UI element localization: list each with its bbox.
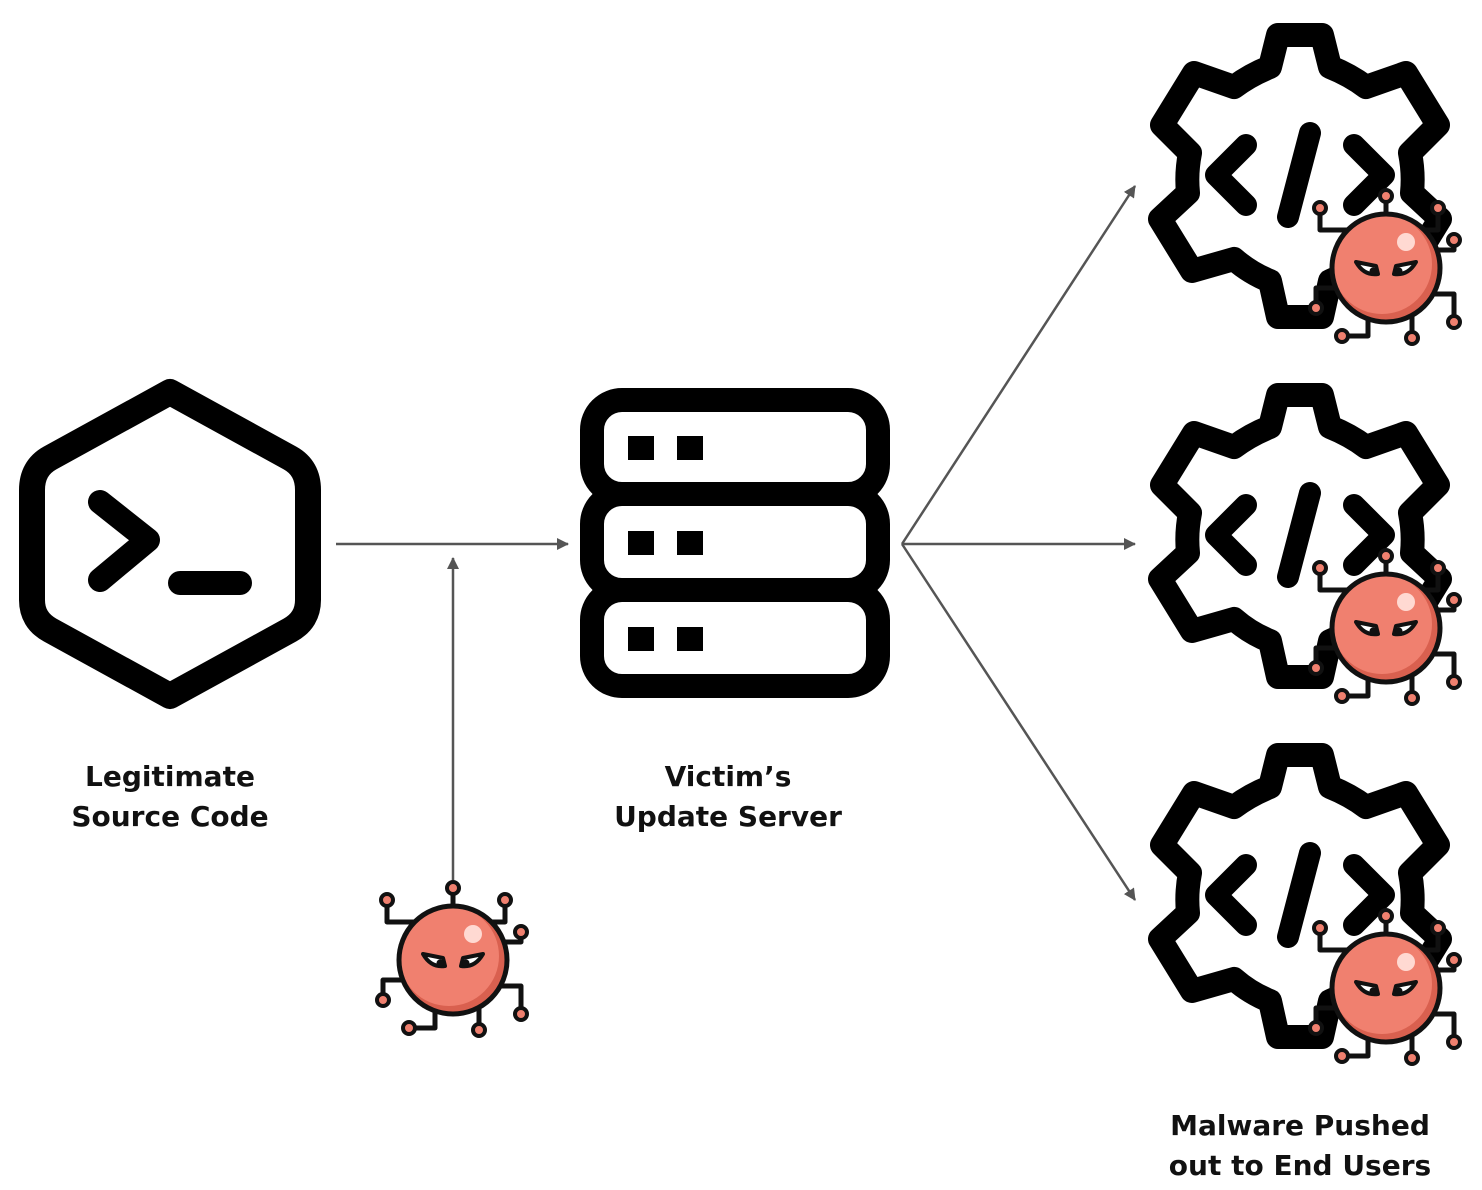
- end-users-label-line2: out to End Users: [1168, 1149, 1432, 1182]
- infected-gear-icon: [1160, 35, 1460, 344]
- end-users-label: Malware Pushed out to End Users: [1130, 1106, 1470, 1186]
- update-server-label: Victim’s Update Server: [578, 757, 878, 837]
- infected-gear-icon: [1160, 395, 1460, 704]
- arrow-server-to-user-1: [900, 185, 1137, 545]
- arrow-server-to-user-3: [900, 543, 1137, 901]
- infected-gear-icon: [1160, 755, 1460, 1064]
- source-code-label-line2: Source Code: [71, 800, 269, 833]
- update-server-label-line1: Victim’s: [664, 760, 792, 793]
- malware-bug-icon: [377, 882, 527, 1036]
- server-stack-icon: [580, 388, 890, 698]
- terminal-hexagon-icon: [19, 379, 321, 709]
- end-users-label-line1: Malware Pushed: [1170, 1109, 1430, 1142]
- source-code-label: Legitimate Source Code: [20, 757, 320, 837]
- update-server-label-line2: Update Server: [614, 800, 842, 833]
- source-code-label-line1: Legitimate: [85, 760, 255, 793]
